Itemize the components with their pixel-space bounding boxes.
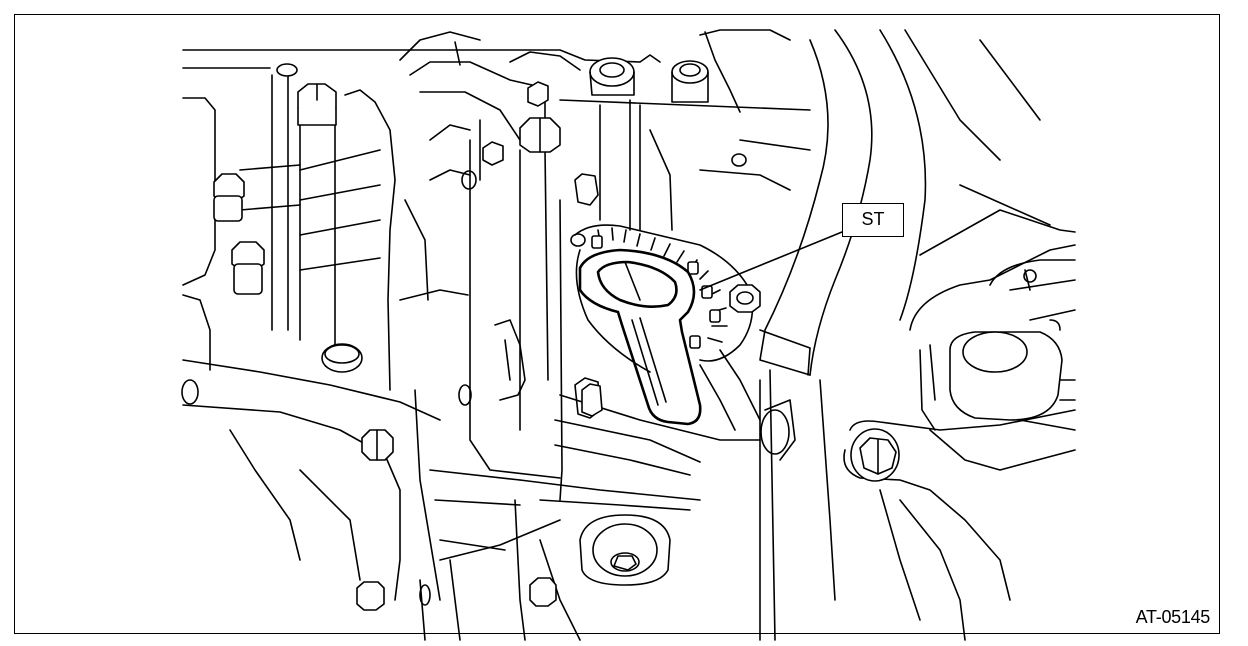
mount-crossmember [909, 244, 1076, 431]
center-casing [344, 31, 563, 501]
housing-rods [239, 63, 381, 346]
washer-left [321, 343, 363, 373]
bolt-center-mid [574, 173, 599, 206]
bolt-left-low [231, 241, 265, 295]
right-housing [759, 29, 1051, 641]
bolt-left-upper [297, 83, 337, 126]
bolt-lower-center [581, 383, 603, 417]
bolt-left-mid [213, 173, 245, 222]
bushing-top-center [589, 57, 635, 96]
boss-lower-right [760, 399, 796, 461]
bushing-bottom [579, 514, 671, 586]
callout-leader [699, 231, 843, 291]
bushing-top-right [671, 60, 709, 103]
top-ribbing [509, 29, 811, 231]
bolt-gear-right [729, 284, 761, 313]
left-housing [182, 49, 641, 601]
bolt-center-top [519, 117, 561, 153]
bolt-side-small [482, 81, 549, 166]
bolt-crossmember [850, 428, 900, 482]
small-hole-left [181, 379, 199, 405]
bolt-bottom-center [529, 577, 557, 607]
bolt-lower-left [361, 429, 394, 461]
special-tool-spanner [578, 248, 702, 426]
lower-housing [419, 394, 761, 641]
bolt-bottom-left [356, 581, 385, 611]
figure-id: AT-05145 [1135, 607, 1211, 627]
crossmember-bracket [843, 409, 1076, 641]
callout-st-label: ST [842, 203, 904, 237]
bracket-left-of-mount [919, 209, 1076, 331]
